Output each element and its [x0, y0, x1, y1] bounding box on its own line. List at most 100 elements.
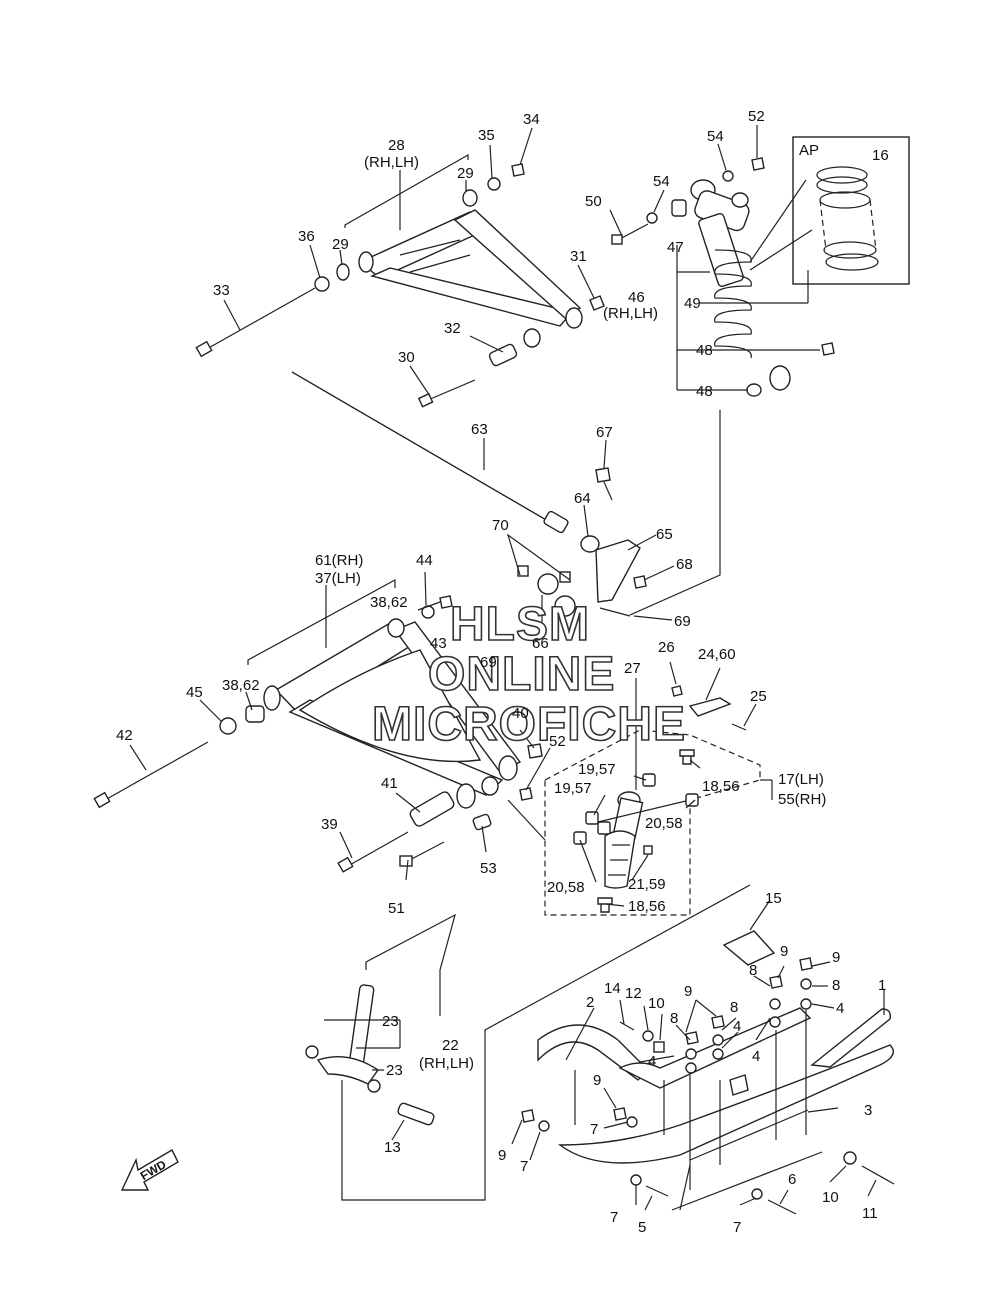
callout-61: 61(RH): [315, 552, 363, 569]
callout-9-d: 9: [593, 1072, 601, 1089]
upper-a-arm: [358, 189, 583, 348]
callout-1: 1: [878, 977, 886, 994]
callout-4-d: 4: [648, 1053, 656, 1070]
lower-a-arm: [263, 618, 522, 809]
callout-33: 33: [213, 282, 230, 299]
callout-17: 17(LH): [778, 771, 824, 788]
callout-5: 5: [638, 1219, 646, 1236]
callout-25: 25: [750, 688, 767, 705]
callout-55: 55(RH): [778, 791, 826, 808]
callout-16: 16: [872, 147, 889, 164]
callout-70: 70: [492, 517, 509, 534]
callout-48-a: 48: [696, 342, 713, 359]
callout-36: 36: [298, 228, 315, 245]
callout-8-a: 8: [749, 962, 757, 979]
callout-9-a: 9: [780, 943, 788, 960]
callout-69-a: 69: [674, 613, 691, 630]
callout-10-a: 10: [648, 995, 665, 1012]
callout-35: 35: [478, 127, 495, 144]
callout-7-a: 7: [590, 1121, 598, 1138]
callout-38-a: 38,62: [370, 594, 408, 611]
callout-18-a: 18,56: [702, 778, 740, 795]
callout-53: 53: [480, 860, 497, 877]
watermark-line2: ONLINE: [428, 648, 615, 701]
lower-arm-hardware: [93, 595, 543, 873]
callout-4-a: 4: [836, 1000, 844, 1017]
spindle-assembly: [544, 685, 761, 916]
steering-spindle: [305, 984, 435, 1126]
callout-24: 24,60: [698, 646, 736, 663]
callout-29-a: 29: [457, 165, 474, 182]
callout-9-b: 9: [832, 949, 840, 966]
inset-box-ap: AP: [749, 136, 910, 285]
callout-45: 45: [186, 684, 203, 701]
callout-54-a: 54: [707, 128, 724, 145]
watermark-line3: MICROFICHE: [372, 698, 686, 751]
callout-31: 31: [570, 248, 587, 265]
callout-51: 51: [388, 900, 405, 917]
callout-26: 26: [658, 639, 675, 656]
callout-20-b: 20,58: [547, 879, 585, 896]
callout-46: 46: [628, 289, 645, 306]
callout-49: 49: [684, 295, 701, 312]
callout-64: 64: [574, 490, 591, 507]
callout-19-a: 19,57: [578, 761, 616, 778]
callout-46-note: (RH,LH): [603, 305, 658, 322]
callout-30: 30: [398, 349, 415, 366]
tie-rod-and-steering-arm: [291, 371, 647, 617]
callout-48-b: 48: [696, 383, 713, 400]
callout-39: 39: [321, 816, 338, 833]
callout-19-b: 19,57: [554, 780, 592, 797]
callout-8-d: 8: [670, 1010, 678, 1027]
callout-38-b: 38,62: [222, 677, 260, 694]
callout-23-b: 23: [386, 1062, 403, 1079]
callout-28: 28: [388, 137, 405, 154]
fwd-arrow-icon: FWD: [120, 1149, 179, 1191]
callout-28-note: (RH,LH): [364, 154, 419, 171]
callout-9-c: 9: [684, 983, 692, 1000]
callout-42: 42: [116, 727, 133, 744]
watermark: HLSM ONLINE MICROFICHE: [371, 597, 686, 752]
callout-21: 21,59: [628, 876, 666, 893]
callout-3: 3: [864, 1102, 872, 1119]
callout-22-note: (RH,LH): [419, 1055, 474, 1072]
callout-7-d: 7: [733, 1219, 741, 1236]
callout-44: 44: [416, 552, 433, 569]
callout-32: 32: [444, 320, 461, 337]
callout-47: 47: [667, 239, 684, 256]
callout-4-c: 4: [752, 1048, 760, 1065]
upper-arm-hardware: [195, 163, 605, 408]
callout-43: 43: [430, 635, 447, 652]
callout-69-b: 69: [480, 654, 497, 671]
callout-67: 67: [596, 424, 613, 441]
callout-50: 50: [585, 193, 602, 210]
callout-65: 65: [656, 526, 673, 543]
callout-12: 12: [625, 985, 642, 1002]
callout-27: 27: [624, 660, 641, 677]
callout-15: 15: [765, 890, 782, 907]
callout-52-a: 52: [748, 108, 765, 125]
callout-18-b: 18,56: [628, 898, 666, 915]
callout-20-a: 20,58: [645, 815, 683, 832]
leader-lines: [129, 125, 885, 1211]
callout-29-b: 29: [332, 236, 349, 253]
callout-11: 11: [862, 1205, 878, 1222]
callout-68: 68: [676, 556, 693, 573]
callout-6: 6: [788, 1171, 796, 1188]
watermark-line1: HLSM: [450, 598, 590, 651]
callout-34: 34: [523, 111, 540, 128]
callout-23-a: 23: [382, 1013, 399, 1030]
callout-7-c: 7: [610, 1209, 618, 1226]
callout-14: 14: [604, 980, 621, 997]
callout-7-b: 7: [520, 1158, 528, 1175]
callout-54-b: 54: [653, 173, 670, 190]
callout-labels: 28 (RH,LH) 35 34 29 36 29 33 31 32 30 52…: [116, 108, 889, 1236]
callout-8-b: 8: [832, 977, 840, 994]
callout-8-c: 8: [730, 999, 738, 1016]
callout-41: 41: [381, 775, 398, 792]
callout-2: 2: [586, 994, 594, 1011]
callout-9-e: 9: [498, 1147, 506, 1164]
callout-37: 37(LH): [315, 570, 361, 587]
